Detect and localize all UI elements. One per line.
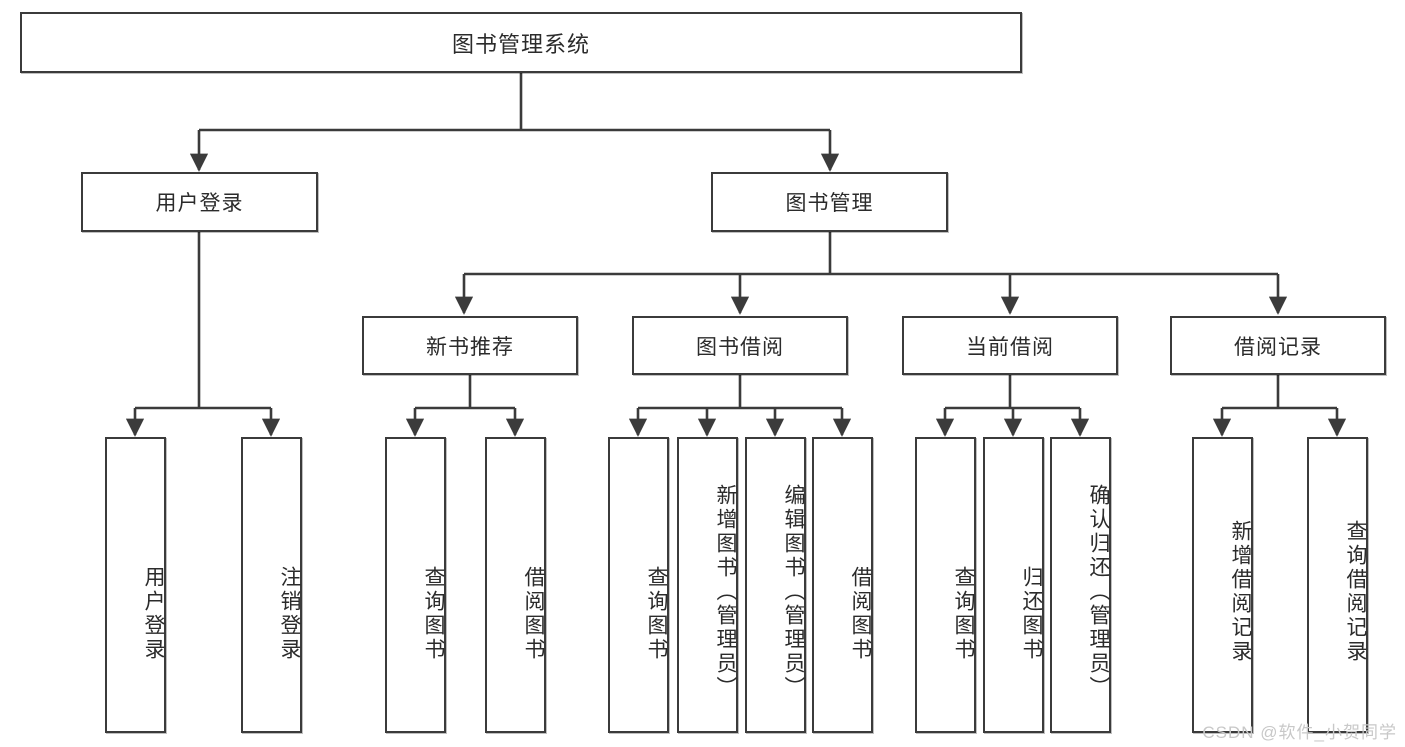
node-label: 查询图书 [645, 566, 668, 662]
leaf-borrow-borrow-book[interactable]: 借阅图书 [812, 437, 873, 733]
node-current-borrow[interactable]: 当前借阅 [902, 316, 1118, 375]
node-label: 图书管理系统 [451, 31, 590, 57]
node-root-book-management-system[interactable]: 图书管理系统 [20, 12, 1022, 73]
leaf-user-login[interactable]: 用户登录 [105, 437, 166, 733]
node-label: 编辑图书（管理员） [782, 484, 805, 700]
node-label: 借阅图书 [849, 566, 872, 662]
node-label: 图书管理 [785, 192, 874, 215]
node-label: 新增借阅记录 [1229, 520, 1252, 664]
leaf-logout[interactable]: 注销登录 [241, 437, 302, 733]
node-label: 图书借阅 [696, 335, 784, 359]
node-label: 当前借阅 [966, 335, 1054, 359]
node-user-login[interactable]: 用户登录 [81, 172, 318, 232]
node-borrow-record[interactable]: 借阅记录 [1170, 316, 1386, 375]
node-book-borrow[interactable]: 图书借阅 [632, 316, 848, 375]
leaf-recommend-query-book[interactable]: 查询图书 [385, 437, 446, 733]
leaf-add-borrow-record[interactable]: 新增借阅记录 [1192, 437, 1253, 733]
node-label: 用户登录 [142, 566, 165, 662]
leaf-edit-book-admin[interactable]: 编辑图书（管理员） [745, 437, 806, 733]
node-label: 借阅图书 [522, 566, 545, 662]
node-label: 归还图书 [1020, 566, 1043, 662]
leaf-return-book[interactable]: 归还图书 [983, 437, 1044, 733]
node-new-book-recommend[interactable]: 新书推荐 [362, 316, 578, 375]
node-label: 查询图书 [422, 566, 445, 662]
node-label: 新增图书（管理员） [714, 484, 737, 700]
node-label: 确认归还（管理员） [1087, 484, 1110, 700]
node-book-management[interactable]: 图书管理 [711, 172, 948, 232]
leaf-current-query-book[interactable]: 查询图书 [915, 437, 976, 733]
leaf-recommend-borrow-book[interactable]: 借阅图书 [485, 437, 546, 733]
node-label: 新书推荐 [426, 335, 514, 359]
node-label: 用户登录 [155, 192, 244, 215]
leaf-confirm-return-admin[interactable]: 确认归还（管理员） [1050, 437, 1111, 733]
node-label: 查询借阅记录 [1344, 520, 1367, 664]
csdn-watermark: CSDN @软件_小贺同学 [1202, 723, 1397, 742]
node-label: 借阅记录 [1234, 335, 1322, 359]
node-label: 查询图书 [952, 566, 975, 662]
node-label: 注销登录 [278, 566, 301, 662]
leaf-borrow-query-book[interactable]: 查询图书 [608, 437, 669, 733]
leaf-add-book-admin[interactable]: 新增图书（管理员） [677, 437, 738, 733]
leaf-query-borrow-record[interactable]: 查询借阅记录 [1307, 437, 1368, 733]
